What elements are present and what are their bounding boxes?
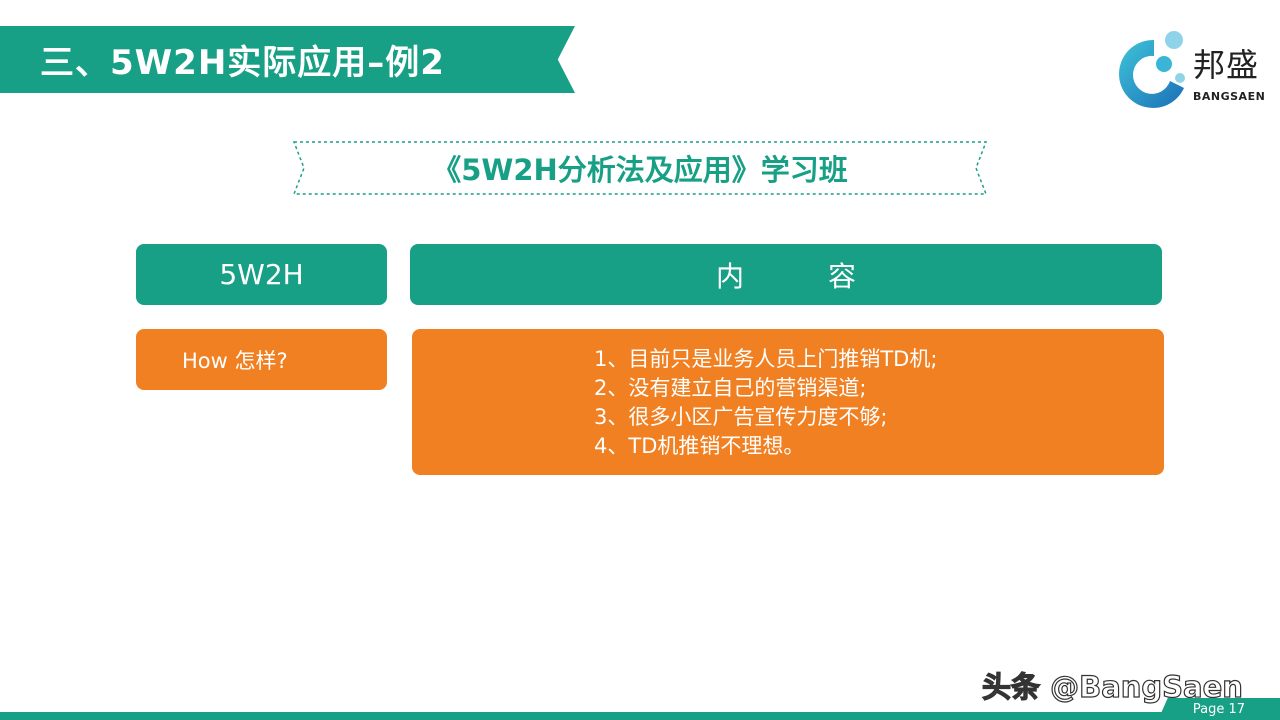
page-title: 三、5W2H实际应用–例2 — [40, 43, 445, 83]
title-banner: 三、5W2H实际应用–例2 — [0, 26, 575, 93]
row-content-how: 1、目前只是业务人员上门推销TD机; 2、没有建立自己的营销渠道; 3、很多小区… — [412, 329, 1164, 475]
subtitle: 《5W2H分析法及应用》学习班 — [432, 153, 848, 187]
column-header-content: 内容 — [410, 244, 1162, 305]
column-header-content-label: 内容 — [715, 259, 940, 293]
column-header-5w2h-label: 5W2H — [219, 258, 304, 291]
page-number: Page 17 — [1158, 698, 1280, 720]
logo-name-en: BANGSAEN — [1193, 90, 1266, 103]
list-item: 2、没有建立自己的营销渠道; — [594, 376, 867, 400]
logo-mark-icon — [1119, 31, 1185, 108]
footer-bar — [0, 712, 1280, 720]
list-item: 4、TD机推销不理想。 — [594, 434, 805, 458]
row-label-how-text: How 怎样? — [182, 348, 288, 373]
list-item: 3、很多小区广告宣传力度不够; — [594, 405, 888, 429]
subtitle-border — [292, 141, 988, 195]
row-label-how: How 怎样? — [136, 329, 387, 390]
logo-name-cn: 邦盛 — [1193, 46, 1260, 84]
content-list: 1、目前只是业务人员上门推销TD机; 2、没有建立自己的营销渠道; 3、很多小区… — [594, 345, 937, 461]
list-item: 1、目前只是业务人员上门推销TD机; — [594, 347, 938, 371]
column-header-5w2h: 5W2H — [136, 244, 387, 305]
subtitle-frame: 《5W2H分析法及应用》学习班 — [292, 140, 988, 196]
company-logo: 邦盛 BANGSAEN — [1118, 26, 1268, 110]
page-number-label: Page 17 — [1192, 701, 1246, 717]
